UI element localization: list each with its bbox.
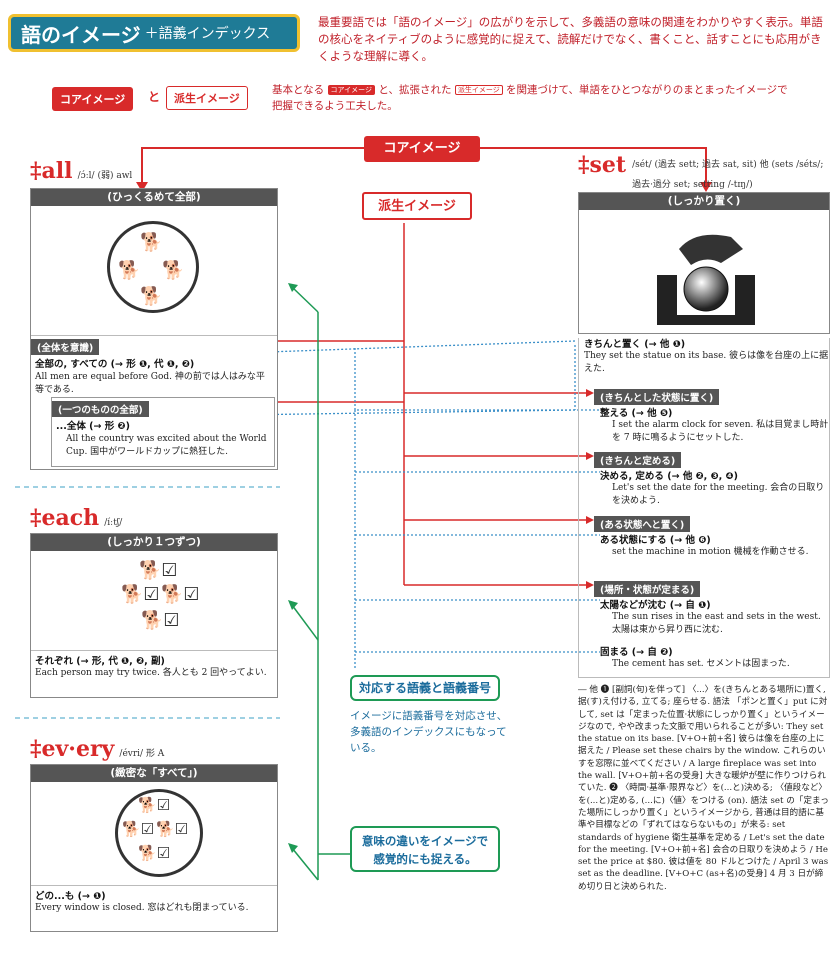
set-s3-head: (ある状態へと置く)	[594, 516, 691, 532]
set-s2-def: 決める, 定める (→ 他 ❷, ❸, ❹)	[600, 471, 738, 482]
core-image-tag: コアイメージ	[52, 87, 134, 111]
intro-text: 最重要語では「語のイメージ」の広がりを示して、多義語の意味の関連をわかりやすく表…	[318, 15, 823, 63]
all-sub2-def: ...全体 (→ 形 ❷)	[56, 421, 130, 432]
every-def: どの...も (→ ❶)	[35, 891, 106, 902]
dog-icon: 🐕	[118, 260, 141, 281]
every-headword: ‡ev·ery	[30, 736, 115, 762]
each-sense: それぞれ (→ 形, 代 ❶, ❷, 副) Each person may tr…	[31, 650, 277, 682]
set-s5-ex: The cement has set. セメントは固まった.	[612, 659, 790, 669]
dog-check-icon: 🐕☑	[121, 584, 160, 605]
set-s3-def: ある状態にする (→ 他 ❻)	[600, 535, 711, 546]
set-pron: /sét/ (過去 sett; 過去 sat, sit) 他 (sets /sé…	[632, 160, 824, 190]
all-sense-2: (一つのものの全部) ...全体 (→ 形 ❷) All the country…	[51, 397, 275, 467]
all-image-circle: 🐕 🐕 🐕 🐕	[107, 221, 199, 313]
every-ex: Every window is closed. 窓はどれも閉まっている.	[35, 903, 249, 913]
each-headword-row: ‡each /íːtʃ/	[30, 505, 122, 531]
set-image	[657, 234, 755, 325]
set-s1-ex: I set the alarm clock for seven. 私は目覚まし時…	[612, 420, 829, 443]
all-sub1-head: (全体を意識)	[31, 339, 100, 355]
all-headword-row: ‡all /ɔ́ːl/ (弱) awl	[30, 158, 132, 184]
every-headword-row: ‡ev·ery /évri/ 形 A	[30, 736, 164, 762]
explain-mid: と、拡張された	[378, 84, 452, 96]
each-def: それぞれ (→ 形, 代 ❶, ❷, 副)	[35, 656, 165, 667]
each-ex: Each person may try twice. 各人とも 2 回やってよい…	[35, 668, 267, 678]
inline-derived-tag: 派生イメージ	[454, 85, 503, 95]
set-headword: ‡set	[578, 152, 627, 178]
sense-index-callout: 対応する語義と語義番号	[350, 675, 500, 701]
every-image-circle: 🐕☑ 🐕☑ 🐕☑ 🐕☑	[115, 789, 203, 877]
set-s3-ex: set the machine in motion 機械を作動させる.	[612, 547, 809, 557]
explain-post: を関連づけて、単語をひとつながりのまとまったイメージで把握できるよう工夫した。	[272, 84, 788, 112]
set-image-caption: (しっかり置く)	[579, 193, 829, 210]
derived-image-callout: 派生イメージ	[362, 192, 472, 220]
inline-core-tag: コアイメージ	[327, 85, 376, 95]
all-sense-1: (全体を意識) 全部の, すべての (→ 形 ❶, 代 ❶, ❷) All me…	[31, 335, 277, 396]
set-s2-head: (きちんと定める)	[594, 452, 682, 468]
dog-check-icon: 🐕☑	[141, 610, 180, 631]
dog-icon: 🐕	[140, 286, 163, 307]
set-s4-def: 太陽などが沈む (→ 自 ❶)	[600, 600, 711, 611]
set-s4-head: (場所・状態が定まる)	[594, 581, 701, 597]
derived-image-tag: 派生イメージ	[166, 86, 248, 110]
set-sense-2: (きちんと定める) 決める, 定める (→ 他 ❷, ❸, ❹) Let's s…	[594, 449, 830, 507]
each-pron: /íːtʃ/	[104, 518, 123, 528]
all-headword: ‡all	[30, 158, 73, 184]
every-sense: どの...も (→ ❶) Every window is closed. 窓はど…	[31, 885, 277, 917]
dog-check-icon: 🐕☑	[138, 844, 171, 862]
all-sub2-head: (一つのものの全部)	[52, 401, 149, 417]
set-sense-0: きちんと置く (→ 他 ❶) They set the statue on it…	[578, 336, 830, 375]
every-entry-box: (緻密な「すべて」) 🐕☑ 🐕☑ 🐕☑ 🐕☑ どの...も (→ ❶) Ever…	[30, 764, 278, 932]
set-entry-body: ― 他 ❶ [副詞(句)を伴って] 〈...〉を(きちんとある場所に)置く, 据…	[578, 685, 829, 892]
each-image-caption: (しっかり１つずつ)	[31, 534, 277, 551]
section-title: 語のイメージ ＋語義インデックス	[8, 14, 300, 52]
set-sense-5: 固まる (→ 自 ❷) The cement has set. セメントは固まっ…	[594, 644, 830, 671]
and-text: と	[148, 90, 161, 104]
set-s0-def: きちんと置く (→ 他 ❶)	[584, 339, 686, 350]
set-sense-3: (ある状態へと置く) ある状態にする (→ 他 ❻) set the machi…	[594, 513, 830, 559]
set-s5-def: 固まる (→ 自 ❷)	[600, 647, 673, 658]
set-s2-ex: Let's set the date for the meeting. 会合の日…	[612, 483, 825, 506]
set-image-box: (しっかり置く)	[578, 192, 830, 334]
core-image-callout: コアイメージ	[364, 136, 480, 162]
all-pron: /ɔ́ːl/ (弱) awl	[77, 171, 133, 181]
dog-check-icon: 🐕☑	[139, 560, 178, 581]
title-sub: ＋語義インデックス	[144, 26, 271, 42]
each-image: 🐕☑ 🐕☑ 🐕☑ 🐕☑	[121, 560, 201, 646]
all-sub1-ex: All men are equal before God. 神の前では人はみな平…	[35, 372, 265, 395]
dog-icon: 🐕	[140, 232, 163, 253]
set-headword-row: ‡set /sét/ (過去 sett; 過去 sat, sit) 他 (set…	[578, 152, 832, 192]
all-sub1-def: 全部の, すべての (→ 形 ❶, 代 ❶, ❷)	[35, 359, 195, 370]
dog-check-icon: 🐕☑	[138, 796, 171, 814]
every-image-caption: (緻密な「すべて」)	[31, 765, 277, 782]
title-main: 語のイメージ	[21, 22, 141, 47]
set-sense-4: (場所・状態が定まる) 太陽などが沈む (→ 自 ❶) The sun rise…	[594, 578, 830, 636]
meaning-diff-callout: 意味の違いをイメージで感覚的にも捉える。	[350, 826, 500, 872]
set-sense-1: (きちんとした状態に置く) 整える (→ 他 ❺) I set the alar…	[594, 386, 830, 444]
each-headword: ‡each	[30, 505, 100, 531]
sense-index-note: イメージに語義番号を対応させ、多義語のインデックスにもなっている。	[350, 710, 508, 754]
dog-check-icon: 🐕☑	[161, 584, 200, 605]
all-image-caption: (ひっくるめて全部)	[31, 189, 277, 206]
set-s0-ex: They set the statue on its base. 彼らは像を台座…	[584, 351, 829, 374]
explain-pre: 基本となる	[272, 84, 325, 96]
each-entry-box: (しっかり１つずつ) 🐕☑ 🐕☑ 🐕☑ 🐕☑ それぞれ (→ 形, 代 ❶, ❷…	[30, 533, 278, 698]
set-s1-def: 整える (→ 他 ❺)	[600, 408, 673, 419]
all-sub2-ex: All the country was excited about the Wo…	[66, 434, 267, 457]
dog-check-icon: 🐕☑	[122, 820, 155, 838]
set-s1-head: (きちんとした状態に置く)	[594, 389, 720, 405]
all-entry-box: (ひっくるめて全部) 🐕 🐕 🐕 🐕 (全体を意識) 全部の, すべての (→ …	[30, 188, 278, 470]
legend-explanation: 基本となる コアイメージ と、拡張された 派生イメージ を関連づけて、単語をひと…	[272, 82, 792, 114]
every-pron: /évri/ 形 A	[119, 749, 165, 759]
dog-check-icon: 🐕☑	[156, 820, 189, 838]
dog-icon: 🐕	[162, 260, 185, 281]
set-s4-ex: The sun rises in the east and sets in th…	[612, 612, 821, 635]
